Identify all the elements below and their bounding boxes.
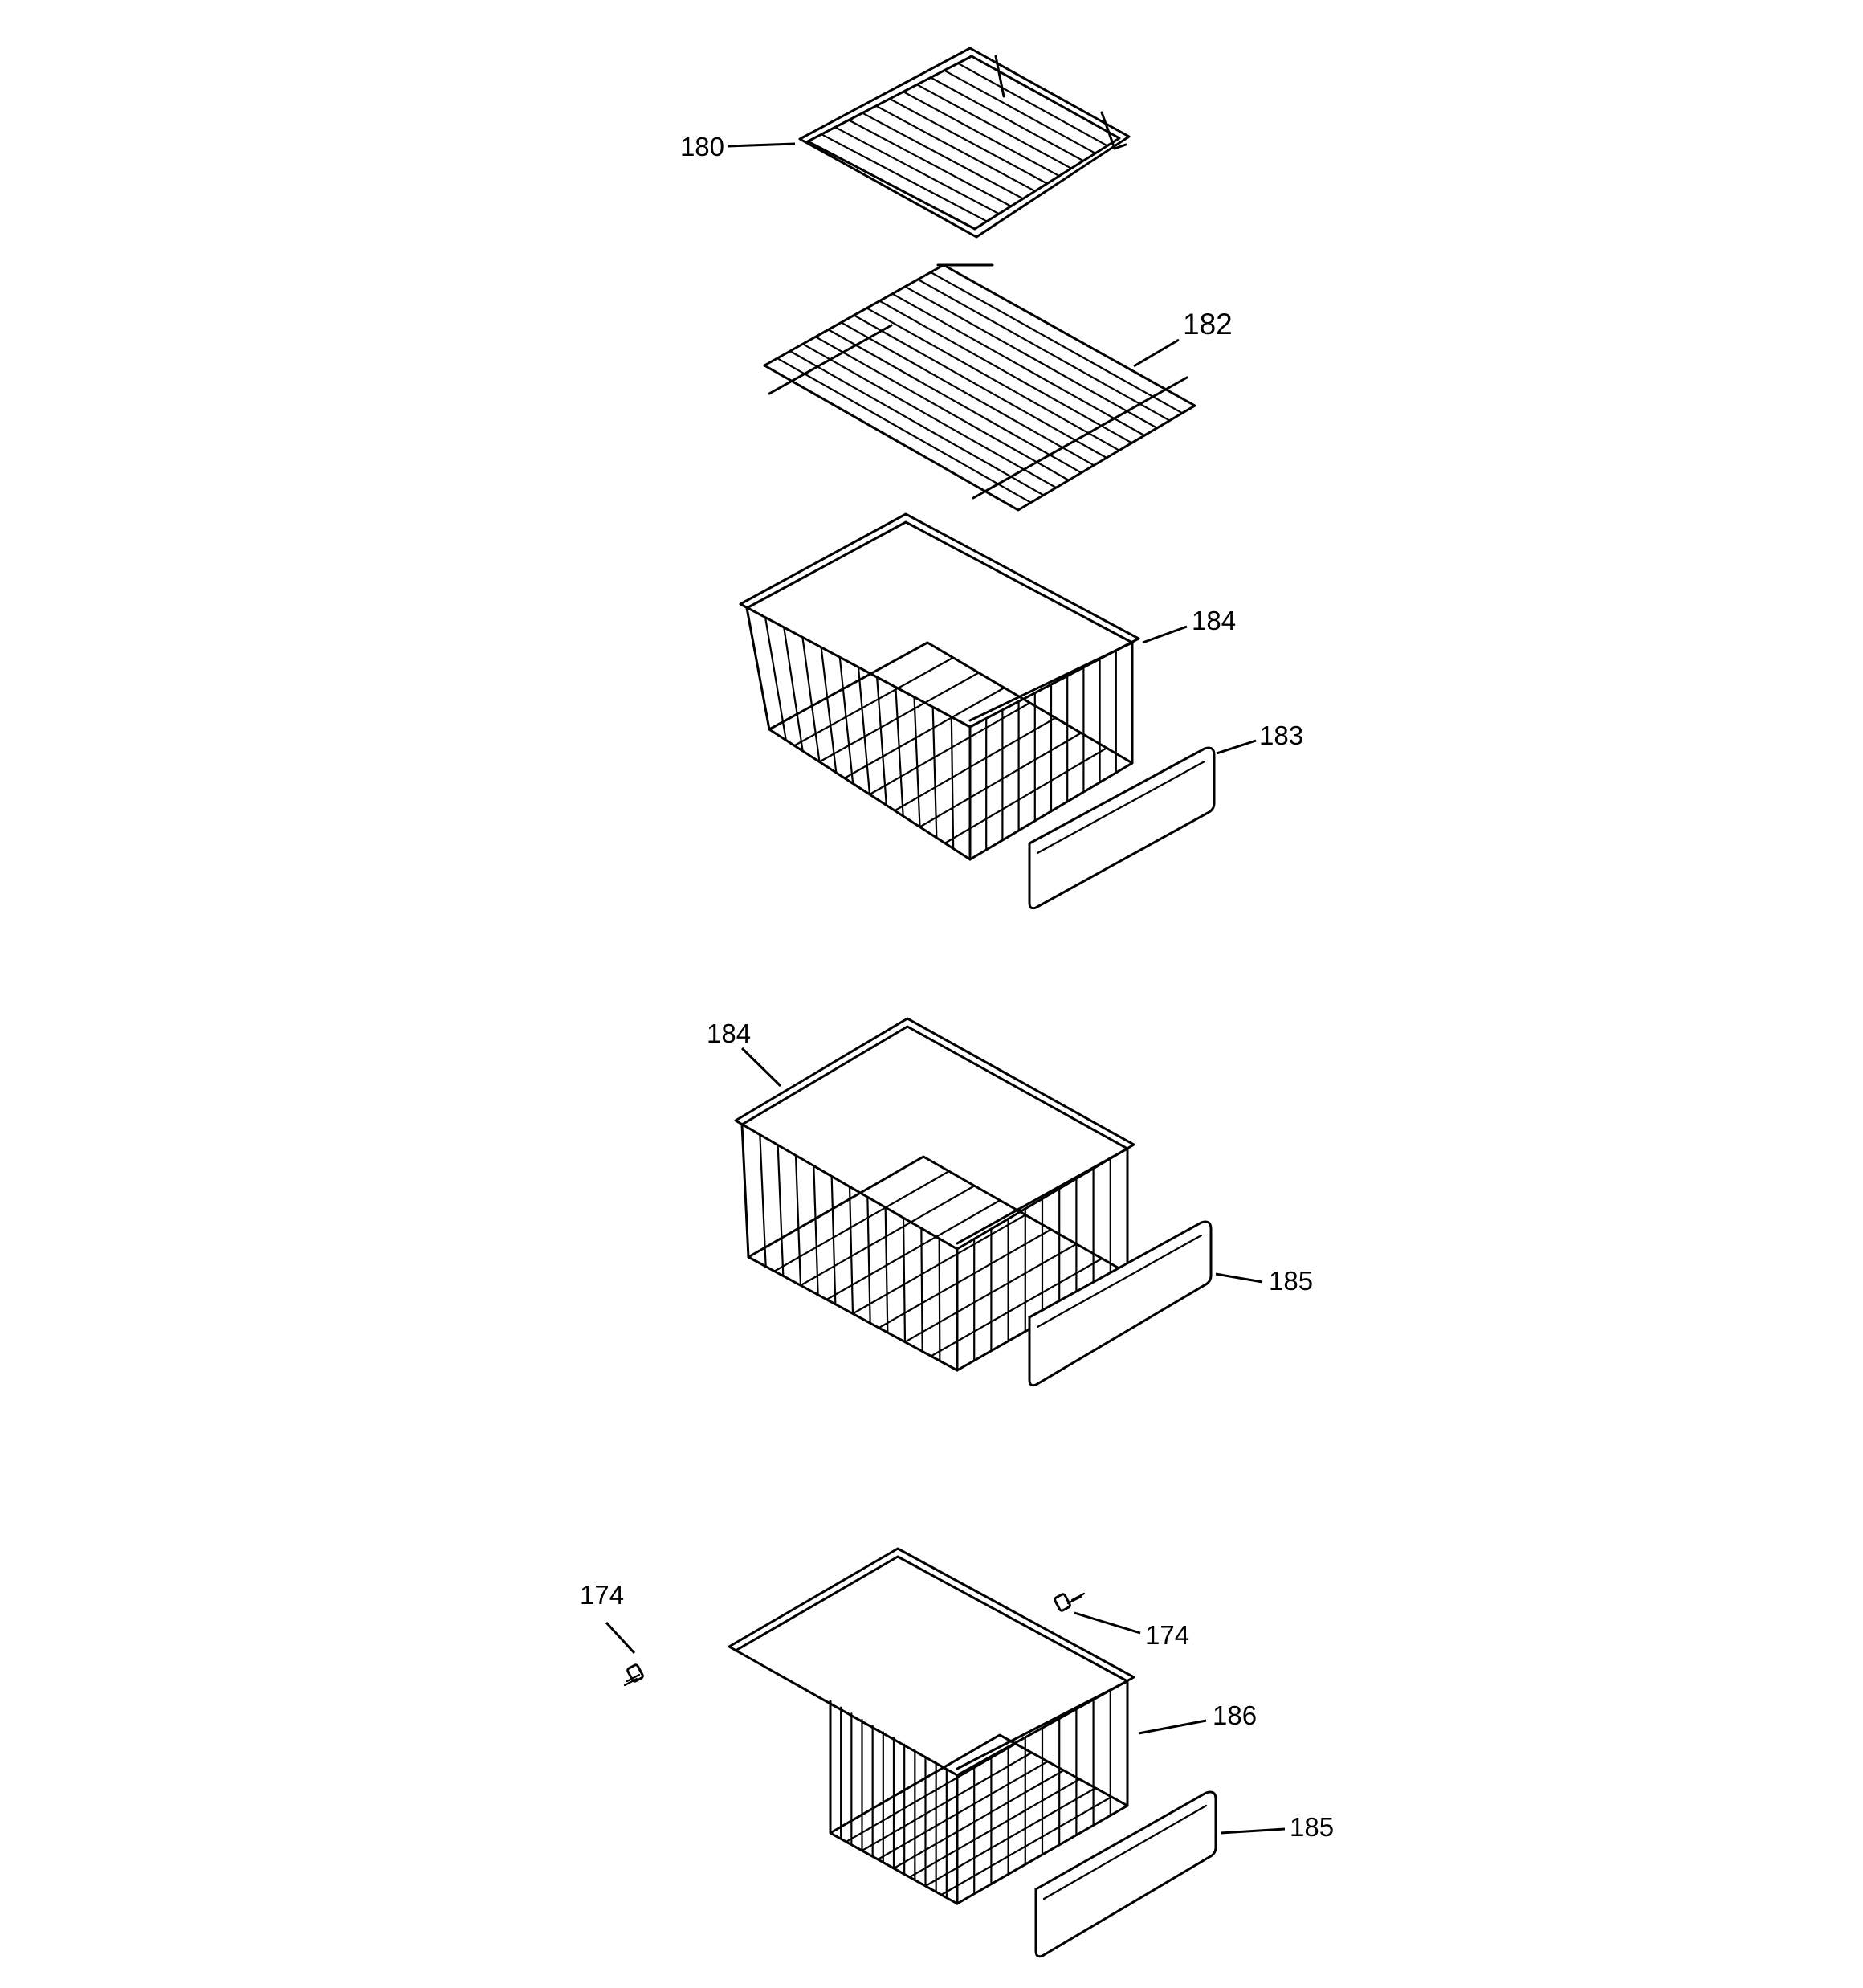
wire-segment xyxy=(818,672,980,763)
wire-segment xyxy=(794,1154,802,1287)
wire-segment xyxy=(902,1217,907,1343)
wire-segment xyxy=(891,292,1146,437)
screw-174-right-callout: 174 xyxy=(1074,1611,1189,1650)
front-185-bottom-callout: 185 xyxy=(1220,1812,1334,1842)
basket-184-mid xyxy=(734,1017,1135,1372)
label-185-bottom: 185 xyxy=(1290,1812,1334,1842)
wire-segment xyxy=(908,1778,1081,1879)
wire-segment xyxy=(919,732,1082,828)
wire-segment xyxy=(801,343,1058,489)
front-185-bottom xyxy=(1034,1790,1217,1958)
label-185-mid: 185 xyxy=(1269,1266,1313,1296)
label-180: 180 xyxy=(680,132,724,161)
basket-184-mid-callout: 184 xyxy=(707,1018,782,1088)
wire-segment xyxy=(929,76,1085,162)
wire-segment xyxy=(929,271,1184,414)
wire-segment xyxy=(773,1170,950,1272)
wire-segment xyxy=(920,1227,923,1353)
basket-184-top-callout: 184 xyxy=(1142,606,1236,644)
wire-segment xyxy=(848,1186,854,1315)
front-185-mid xyxy=(1028,1220,1213,1387)
front-185-mid-callout: 185 xyxy=(1215,1266,1313,1296)
wire-segment xyxy=(877,1760,1049,1861)
wire-segment xyxy=(868,701,1031,796)
shelf-182-callout: 182 xyxy=(1133,308,1233,368)
wire-segment xyxy=(956,62,1109,147)
wire-segment xyxy=(861,112,1025,200)
wire-segment xyxy=(783,627,804,753)
label-186: 186 xyxy=(1213,1700,1257,1730)
wire-segment xyxy=(895,686,904,818)
wire-segment xyxy=(840,321,1095,467)
label-182: 182 xyxy=(1183,308,1233,341)
wire-segment xyxy=(820,133,989,222)
wire-segment xyxy=(944,747,1108,844)
wire-segment xyxy=(924,1786,1097,1888)
wire-segment xyxy=(904,285,1158,429)
wire-segment xyxy=(917,278,1171,422)
wire-segment xyxy=(866,307,1120,451)
wire-segment xyxy=(879,300,1133,444)
wire-segment xyxy=(950,716,955,850)
screw-174-left xyxy=(623,1663,644,1687)
wire-segment xyxy=(894,716,1057,812)
wire-segment xyxy=(847,119,1013,207)
wire-segment xyxy=(915,84,1073,169)
wire-segment xyxy=(826,1199,1001,1300)
wire-segment xyxy=(913,696,921,828)
wire-segment xyxy=(793,656,954,747)
wire-segment xyxy=(827,329,1082,474)
shelf-180-callout: 180 xyxy=(680,132,796,161)
wire-segment xyxy=(799,1185,976,1287)
basket-184-top xyxy=(739,512,1140,861)
wire-segment xyxy=(903,1243,1078,1343)
wire-segment xyxy=(857,666,871,796)
wire-segment xyxy=(888,97,1049,185)
wire-segment xyxy=(830,1175,837,1305)
label-183: 183 xyxy=(1259,720,1303,750)
wire-segment xyxy=(820,647,838,774)
front-183 xyxy=(1028,746,1216,910)
wire-segment xyxy=(777,1144,785,1277)
label-184-mid: 184 xyxy=(707,1018,751,1048)
wire-segment xyxy=(861,1751,1033,1852)
wire-segment xyxy=(851,1214,1027,1315)
wire-segment xyxy=(814,336,1070,481)
wire-segment xyxy=(930,1257,1103,1357)
shelf-180 xyxy=(798,47,1131,239)
label-174-left: 174 xyxy=(580,1580,624,1610)
screw-174-right xyxy=(1054,1592,1086,1612)
label-184-top: 184 xyxy=(1192,606,1236,635)
wire-segment xyxy=(943,69,1097,154)
wire-segment xyxy=(801,636,821,763)
screw-174-left-callout: 174 xyxy=(580,1580,636,1655)
wire-segment xyxy=(834,126,1001,215)
front-183-callout: 183 xyxy=(1216,720,1303,755)
wire-segment xyxy=(789,350,1045,496)
wire-segment xyxy=(813,1165,819,1296)
wire-segment xyxy=(878,1228,1052,1329)
wire-segment xyxy=(892,1769,1065,1870)
wire-segment xyxy=(843,687,1005,779)
wire-segment xyxy=(853,314,1108,459)
wire-segment xyxy=(845,1742,1017,1843)
basket-186 xyxy=(728,1547,1135,1905)
wire-segment xyxy=(884,1206,889,1334)
wire-segment xyxy=(874,104,1037,193)
shelf-182 xyxy=(763,263,1196,512)
wire-segment xyxy=(932,706,938,839)
label-174-right: 174 xyxy=(1145,1620,1189,1650)
wire-segment xyxy=(940,1795,1113,1896)
wire-segment xyxy=(764,617,787,741)
wire-segment xyxy=(838,656,854,785)
wire-segment xyxy=(902,91,1061,178)
basket-186-callout: 186 xyxy=(1138,1700,1257,1735)
wire-segment xyxy=(776,357,1032,504)
wire-segment xyxy=(759,1133,767,1268)
